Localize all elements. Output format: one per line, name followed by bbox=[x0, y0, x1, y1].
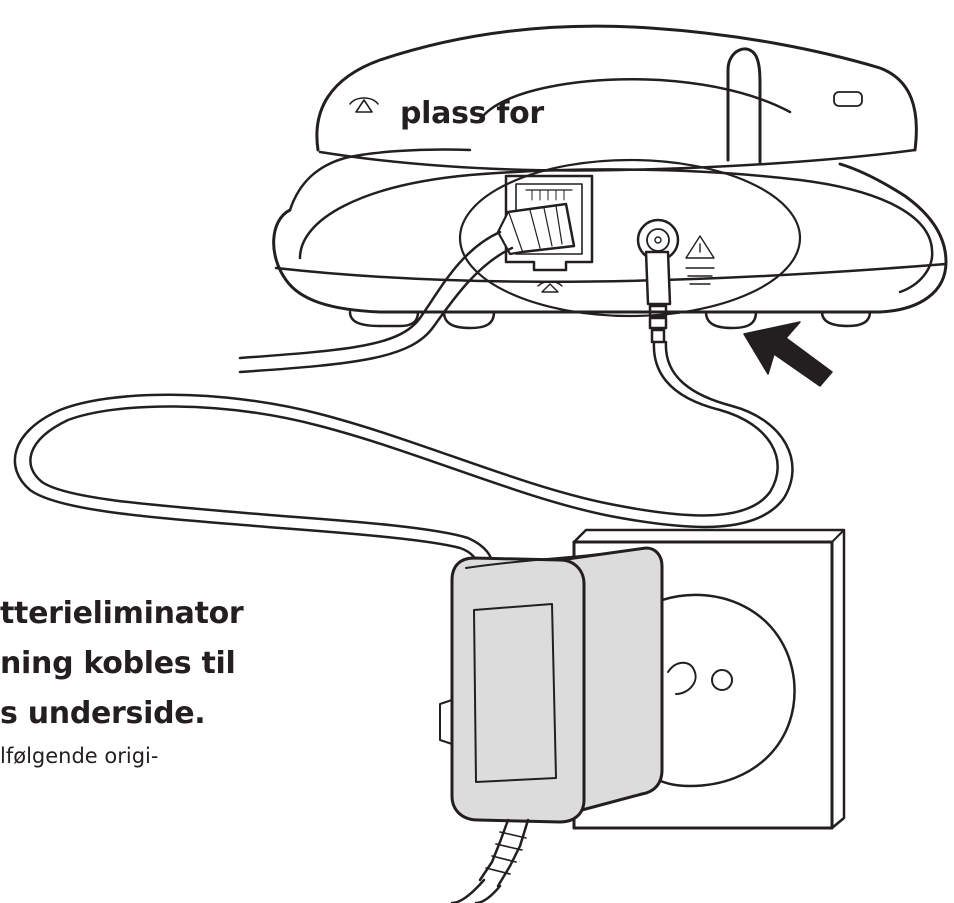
heading-fragment: plass for bbox=[400, 96, 544, 131]
wall-socket bbox=[574, 530, 844, 828]
phone-line-icon bbox=[350, 98, 378, 112]
power-plug bbox=[646, 252, 670, 342]
instruction-line-2: ning kobles til bbox=[0, 646, 236, 681]
power-cable bbox=[15, 342, 778, 570]
instruction-line-1: tterieliminator bbox=[0, 596, 244, 631]
warning-triangle-icon bbox=[686, 236, 714, 284]
phone-line-icon bbox=[538, 282, 562, 293]
power-adapter bbox=[440, 548, 662, 903]
telephone-base bbox=[274, 26, 946, 342]
phone-cable bbox=[240, 232, 500, 358]
black-arrow-icon bbox=[744, 322, 832, 386]
body-text-fragment: lfølgende origi- bbox=[0, 744, 159, 768]
instruction-line-3: s underside. bbox=[0, 696, 206, 731]
indicator-light-icon bbox=[834, 92, 862, 106]
phone-plug bbox=[498, 204, 574, 254]
